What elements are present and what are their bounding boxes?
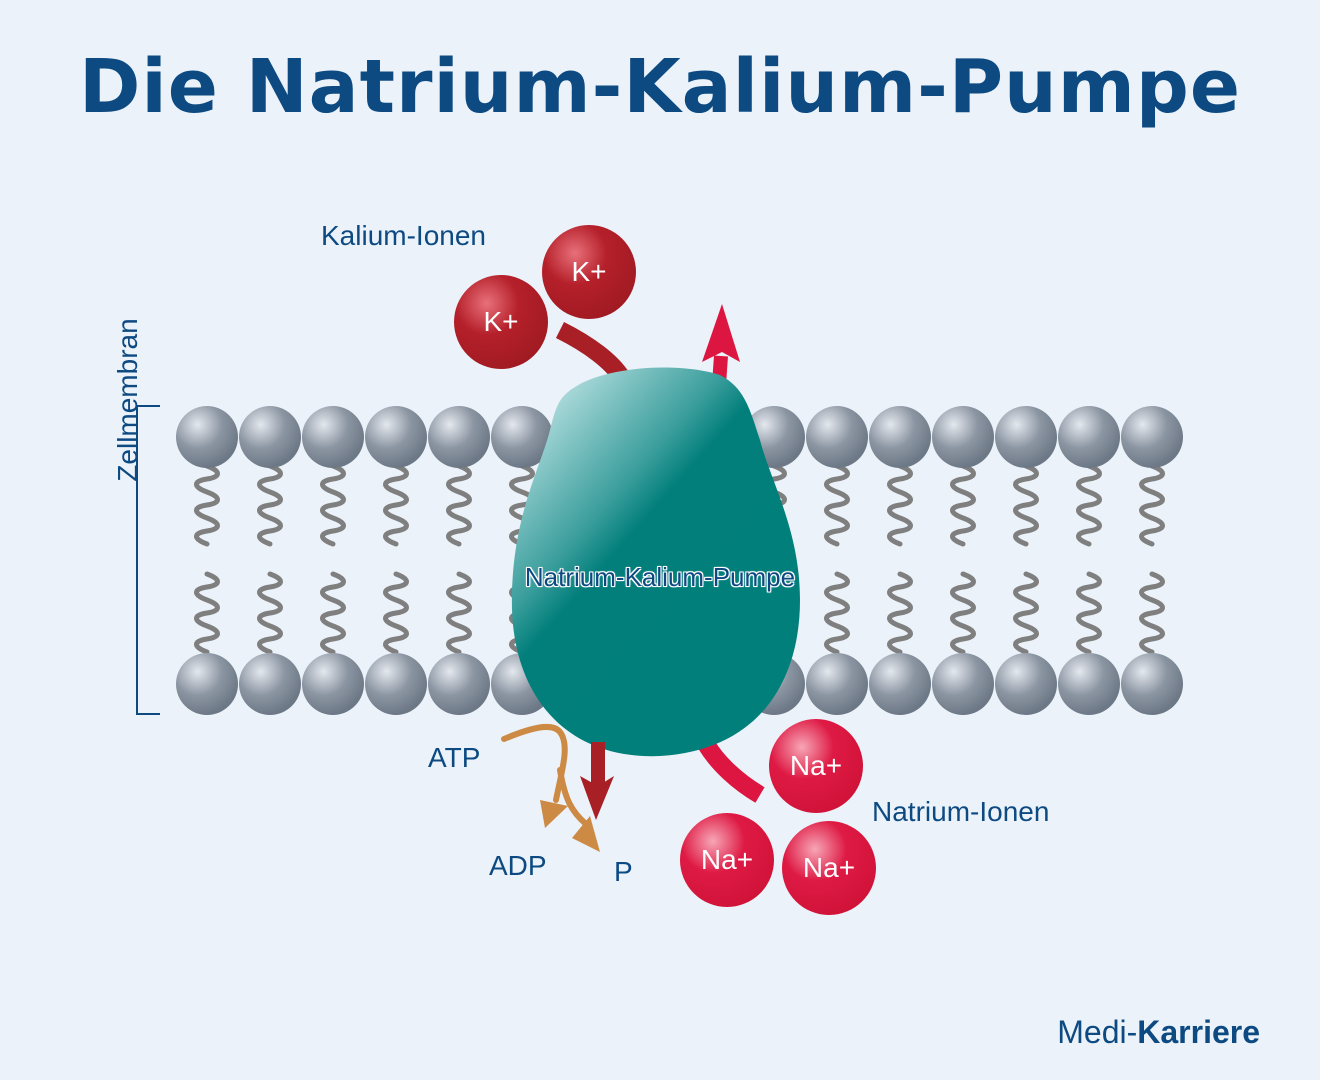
kalium-ionen-label: Kalium-Ionen bbox=[321, 220, 486, 251]
lipid-head bbox=[365, 653, 427, 715]
lipid-tail bbox=[449, 466, 470, 544]
atp-label: ATP bbox=[428, 742, 481, 773]
potassium-ion-1 bbox=[542, 225, 636, 319]
lipid-tail bbox=[386, 574, 407, 652]
lipid-tail bbox=[323, 574, 344, 652]
zellmembran-label: Zellmembran bbox=[112, 318, 143, 482]
lipid-head bbox=[176, 653, 238, 715]
lipid-tail bbox=[1079, 574, 1100, 652]
lipid-tail bbox=[827, 466, 848, 544]
page-title: Die Natrium-Kalium-Pumpe bbox=[78, 44, 1242, 130]
sodium-ion-2 bbox=[680, 813, 774, 907]
lipid-head bbox=[1058, 653, 1120, 715]
lipid-tail bbox=[1142, 574, 1163, 652]
lipid-head bbox=[302, 406, 364, 468]
p-label: P bbox=[614, 856, 633, 887]
lipid-tail bbox=[1142, 466, 1163, 544]
potassium-ion-2-label: K+ bbox=[483, 306, 519, 337]
lipid-head bbox=[176, 406, 238, 468]
potassium-import-arrow bbox=[580, 742, 614, 820]
lipid-tail bbox=[449, 574, 470, 652]
lipid-head bbox=[491, 406, 553, 468]
pump-label: Natrium-Kalium-Pumpe bbox=[524, 562, 796, 592]
lipid-tail bbox=[890, 466, 911, 544]
lipid-head bbox=[932, 653, 994, 715]
lipid-tail bbox=[386, 466, 407, 544]
lipid-head bbox=[239, 406, 301, 468]
adp-label: ADP bbox=[489, 850, 547, 881]
sodium-ion-3-label: Na+ bbox=[802, 852, 856, 883]
lipid-head bbox=[428, 653, 490, 715]
lipid-tail bbox=[890, 574, 911, 652]
lipid-head bbox=[995, 406, 1057, 468]
natrium-ionen-label: Natrium-Ionen bbox=[872, 796, 1050, 827]
sodium-ion-3 bbox=[782, 821, 876, 915]
lipid-tail bbox=[953, 574, 974, 652]
lipid-head bbox=[1121, 406, 1183, 468]
lipid-tail bbox=[1079, 466, 1100, 544]
lipid-tail bbox=[260, 574, 281, 652]
sodium-ion-1 bbox=[769, 719, 863, 813]
lipid-tail bbox=[260, 466, 281, 544]
lipid-tail bbox=[197, 574, 218, 652]
lipid-head bbox=[995, 653, 1057, 715]
lipid-head bbox=[806, 406, 868, 468]
lipid-tail bbox=[953, 466, 974, 544]
lipid-head bbox=[869, 653, 931, 715]
lipid-head bbox=[428, 406, 490, 468]
lipid-head bbox=[869, 406, 931, 468]
potassium-path bbox=[555, 321, 630, 384]
lipid-head bbox=[932, 406, 994, 468]
lipid-tail bbox=[323, 466, 344, 544]
membrane-bracket bbox=[136, 405, 160, 715]
sodium-ion-1-label: Na+ bbox=[789, 750, 843, 781]
p-arrowhead bbox=[572, 816, 600, 852]
lipid-head bbox=[365, 406, 427, 468]
lipid-tail bbox=[197, 466, 218, 544]
lipid-head bbox=[302, 653, 364, 715]
lipid-head bbox=[239, 653, 301, 715]
logo-part-1: Medi- bbox=[1057, 1014, 1138, 1050]
logo-part-2: Karriere bbox=[1137, 1014, 1260, 1050]
potassium-ion-2 bbox=[454, 275, 548, 369]
atp-arrow bbox=[501, 723, 589, 827]
sodium-ion-2-label: Na+ bbox=[700, 844, 754, 875]
sodium-path bbox=[698, 739, 765, 803]
lipid-head bbox=[1058, 406, 1120, 468]
medi-karriere-logo: Medi-Karriere bbox=[1057, 1014, 1260, 1051]
lipid-tail bbox=[1016, 574, 1037, 652]
lipid-head bbox=[806, 653, 868, 715]
lipid-tail bbox=[1016, 466, 1037, 544]
potassium-ion-1-label: K+ bbox=[571, 256, 607, 287]
lipid-head bbox=[1121, 653, 1183, 715]
sodium-potassium-pump bbox=[511, 367, 800, 757]
adp-arrowhead bbox=[540, 800, 568, 828]
